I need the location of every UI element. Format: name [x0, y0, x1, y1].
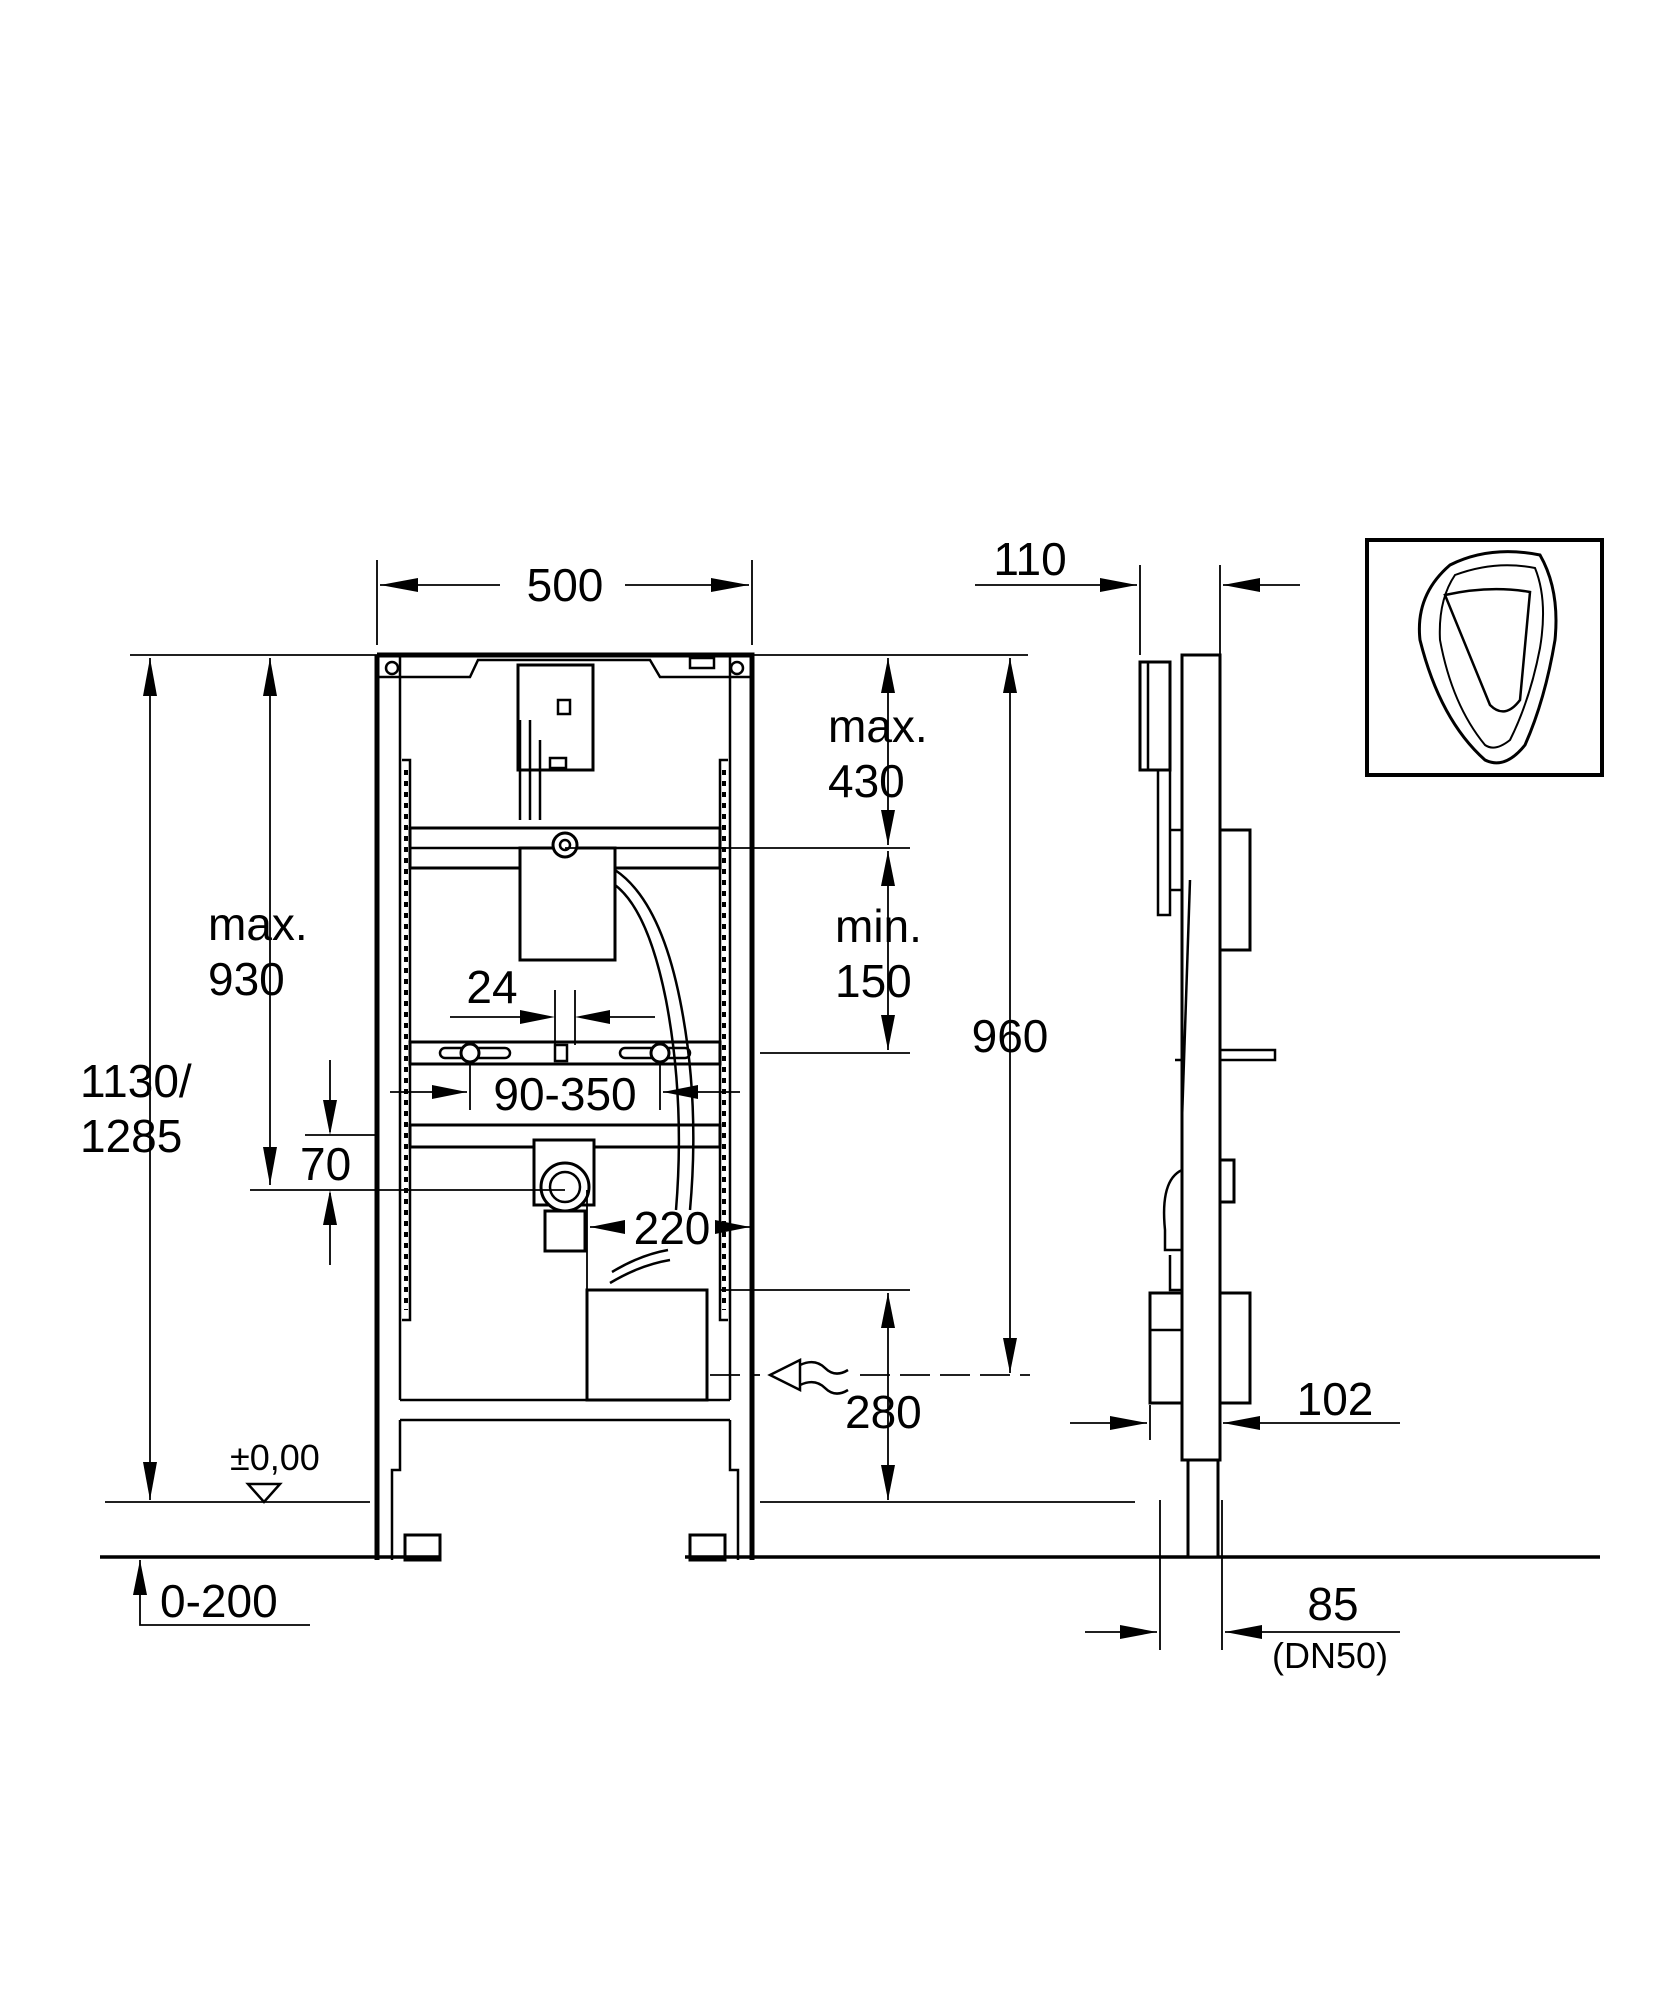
front-view — [374, 652, 755, 1562]
side-view: 110 102 85 (DN50) — [975, 533, 1400, 1676]
urinal-icon — [1365, 538, 1604, 777]
frame-top-rail — [377, 658, 752, 679]
front-dimensions: 500 1130/ 1285 max. 930 70 ±0,00 0-200 — [80, 559, 1600, 1627]
dim-range-90-350: 90-350 — [493, 1068, 636, 1120]
frame-bottom-rail — [400, 1398, 730, 1422]
flush-valve-box — [518, 846, 617, 962]
dim-max-430: 430 — [828, 755, 905, 807]
water-hose — [614, 868, 695, 1211]
side-frame-profile — [1180, 653, 1222, 1462]
floor-level-label: ±0,00 — [230, 1437, 320, 1478]
frame-inner-posts — [398, 655, 732, 1400]
dim-max-930: 930 — [208, 953, 285, 1005]
dim-max-label-b: max. — [208, 898, 308, 950]
side-upper-box — [1138, 660, 1172, 772]
dim-offset-220: 220 — [634, 1202, 711, 1254]
dim-max-label-a: max. — [828, 700, 928, 752]
dim-min-label: min. — [835, 900, 922, 952]
dim-depth-top: 110 — [993, 533, 1066, 585]
drain-outlet — [532, 1138, 596, 1253]
dim-foot-adjust: 0-200 — [160, 1575, 278, 1627]
dim-frame-height-b: 1285 — [80, 1110, 182, 1162]
dim-side-102: 102 — [1297, 1373, 1374, 1425]
dim-min-150: 150 — [835, 955, 912, 1007]
dim-frame-height-a: 1130/ — [80, 1055, 192, 1107]
dim-spacing-24: 24 — [466, 961, 517, 1013]
inlet-box — [585, 1288, 709, 1402]
water-inlet-icon — [767, 1357, 849, 1395]
dim-pipe-dn50: (DN50) — [1272, 1635, 1388, 1676]
dim-pipe-85: 85 — [1307, 1578, 1358, 1630]
dim-width: 500 — [527, 559, 604, 611]
dim-inlet-280: 280 — [845, 1386, 922, 1438]
dim-offset-70: 70 — [300, 1138, 351, 1190]
frame-legs — [374, 1400, 755, 1560]
frame-side-racks — [402, 758, 728, 1322]
mounting-studs — [438, 1042, 692, 1064]
dim-960: 960 — [972, 1010, 1049, 1062]
floor-level-triangle-icon — [245, 1482, 283, 1504]
